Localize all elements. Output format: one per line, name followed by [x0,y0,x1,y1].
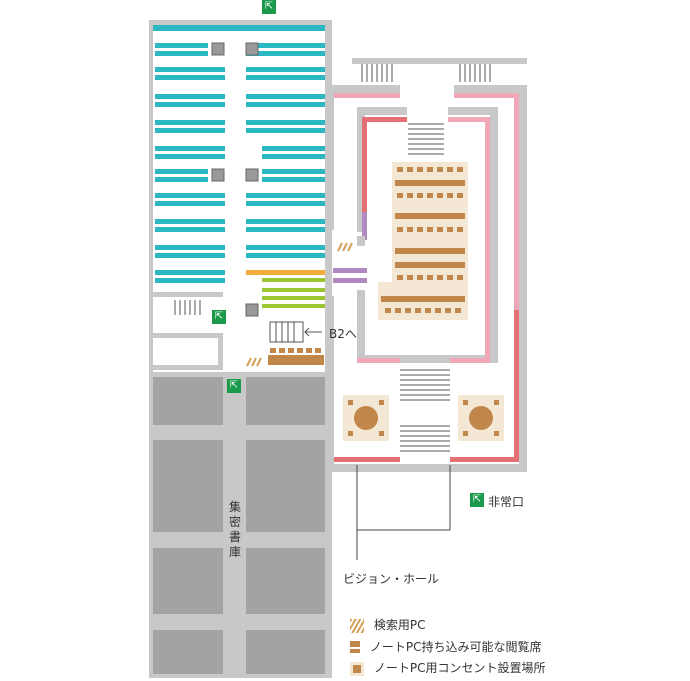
exit-label: 非常口 [488,495,525,509]
reading-seats [378,162,468,320]
round-tables [343,395,504,441]
laptop-seat-icon [350,640,360,655]
legend-item: ノートPC用コンセント設置場所 [350,659,545,676]
exit-icon: ⇱ [262,0,276,14]
shelves [153,25,325,283]
left-wing [149,20,332,678]
exit-icon: ⇱ [470,493,484,507]
exit-icon: ⇱ [227,379,241,393]
legend-item: 検索用PC [350,616,425,633]
search-pc-icon [350,618,364,633]
b2-label: B2へ [329,327,357,341]
dense-stacks [153,377,325,674]
outlet-seat-icon [350,661,364,676]
dense-stacks-label: 集密書庫 [228,500,241,559]
legend-item: ノートPC持ち込み可能な閲覧席 [350,638,541,655]
b2-stairs [269,321,322,343]
exit-icon: ⇱ [212,310,226,324]
right-wing [326,58,527,560]
pillars [211,42,259,317]
vision-hall-label: ビジョン・ホール [343,572,440,586]
